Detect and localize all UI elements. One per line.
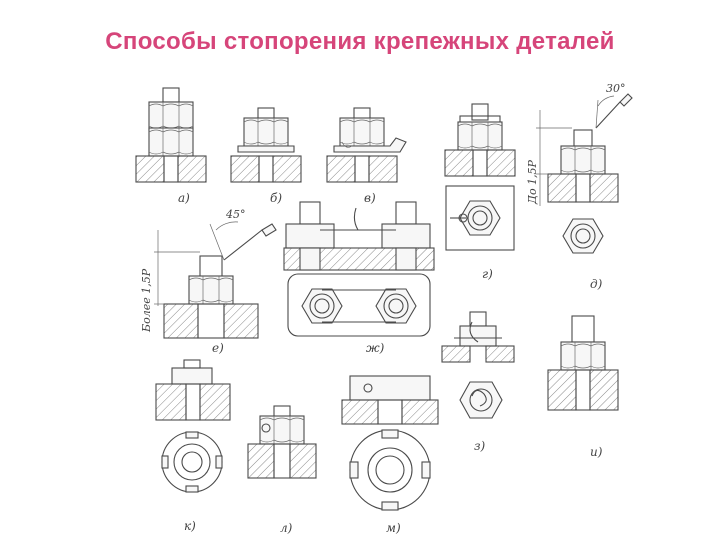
figure-e: 45° Более 1,5P е): [140, 208, 277, 355]
figure-z: з): [441, 311, 515, 453]
figure-l: л): [247, 405, 317, 535]
figure-i: и): [547, 315, 619, 459]
label-b: б): [270, 191, 282, 205]
dim-up-to: До 1,5P: [526, 159, 539, 205]
fastener-locking-drawing: а) б) в) г) 30: [135, 82, 633, 535]
dim-more-than: Более 1,5P: [140, 268, 153, 333]
figure-b: б): [230, 107, 302, 205]
label-e: е): [212, 341, 224, 355]
label-k: к): [184, 519, 196, 533]
dim-angle-30: 30°: [606, 82, 626, 95]
figure-k: к): [155, 359, 231, 533]
label-v: в): [364, 191, 376, 205]
label-zh: ж): [366, 341, 385, 355]
figure-d: 30° До 1,5P д): [526, 82, 633, 291]
label-l: л): [280, 521, 293, 535]
label-m: м): [386, 521, 401, 535]
label-g: г): [482, 267, 493, 281]
figure-g: г): [444, 103, 516, 281]
dim-angle-45: 45°: [225, 208, 246, 221]
label-z: з): [474, 439, 486, 453]
label-a: а): [178, 191, 190, 205]
label-i: и): [590, 445, 603, 459]
figure-v: в): [326, 107, 407, 205]
figure-zh: ж): [283, 201, 435, 355]
page-title: Способы стопорения крепежных деталей: [105, 28, 615, 55]
label-d: д): [590, 277, 603, 291]
figure-m: м): [341, 375, 439, 535]
figure-a: а): [135, 87, 207, 205]
